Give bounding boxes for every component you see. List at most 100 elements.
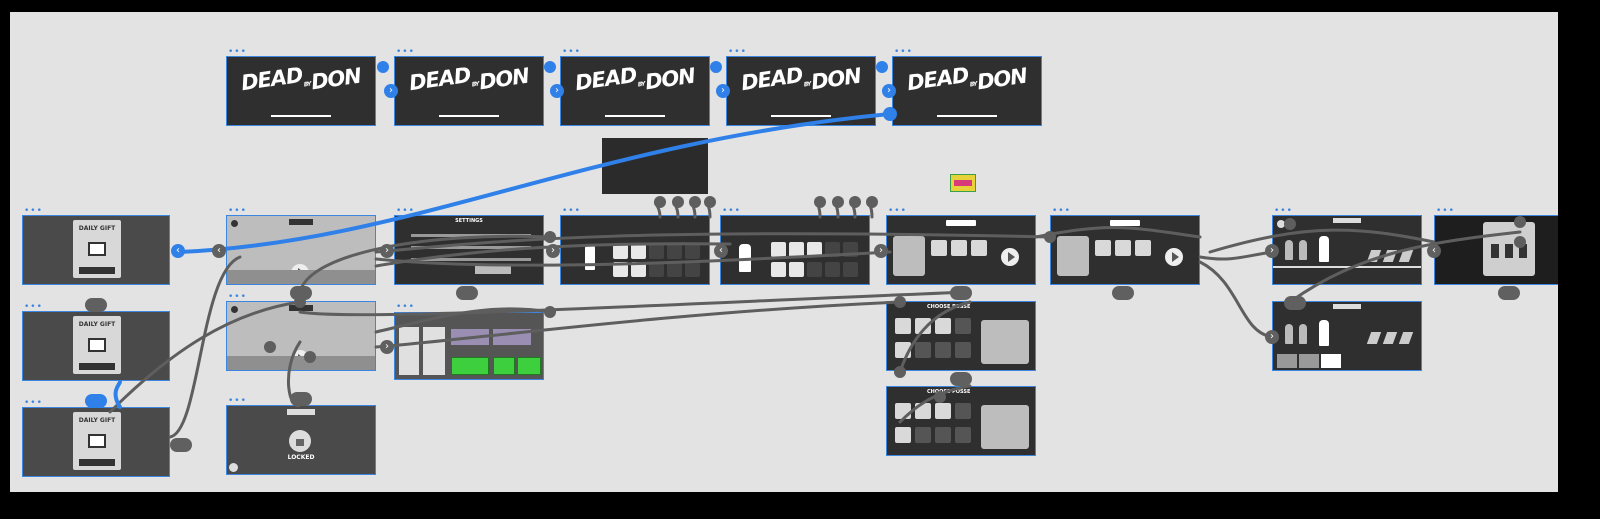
settings-slider[interactable] xyxy=(411,246,531,249)
shop-purchase-button[interactable] xyxy=(493,357,515,375)
chevron-up-icon[interactable] xyxy=(1284,296,1306,310)
claim-button[interactable] xyxy=(79,267,115,274)
character-tile[interactable] xyxy=(613,244,628,259)
frame-menu-dots[interactable]: ••• xyxy=(228,206,247,216)
character-tile[interactable] xyxy=(667,244,682,259)
back-arrow-icon[interactable] xyxy=(229,463,238,472)
posse-prep-screen-1[interactable] xyxy=(886,215,1036,285)
chevron-icon[interactable]: › xyxy=(1265,244,1279,258)
frame-menu-dots[interactable]: ••• xyxy=(722,206,741,216)
gear-icon[interactable] xyxy=(231,220,238,227)
frame-menu-dots[interactable]: ••• xyxy=(1436,206,1455,216)
character-tile[interactable] xyxy=(789,242,804,257)
frame-menu-dots[interactable]: ••• xyxy=(24,302,43,312)
character-tile[interactable] xyxy=(685,262,700,277)
title-screen-3[interactable]: DEADBYDON xyxy=(560,56,710,126)
title-screen-4[interactable]: DEADBYDON xyxy=(726,56,876,126)
character-tile[interactable] xyxy=(825,262,840,277)
posse-avatar[interactable] xyxy=(915,427,931,443)
posse-avatar[interactable] xyxy=(1115,240,1131,256)
chevron-icon[interactable]: ‹ xyxy=(212,244,226,258)
prototype-canvas[interactable]: ••• DEADBYDON ••• DEADBYDON ••• DEADBYDO… xyxy=(10,12,1558,492)
posse-avatar[interactable] xyxy=(935,342,951,358)
settings-button[interactable] xyxy=(475,266,511,274)
character-tile[interactable] xyxy=(649,244,664,259)
chevron-icon[interactable] xyxy=(170,438,192,452)
world-map-screen-2[interactable] xyxy=(226,301,376,371)
title-screen-2[interactable]: DEADBYDON xyxy=(394,56,544,126)
choose-posse-screen-1[interactable]: CHOOSE POSSE xyxy=(886,301,1036,371)
chevron-icon[interactable]: › xyxy=(1265,330,1279,344)
posse-avatar[interactable] xyxy=(955,342,971,358)
character-tile[interactable] xyxy=(789,262,804,277)
frame-menu-dots[interactable]: ••• xyxy=(24,206,43,216)
ability-card[interactable] xyxy=(1299,354,1319,368)
character-tile[interactable] xyxy=(667,262,682,277)
posse-avatar[interactable] xyxy=(955,427,971,443)
chevron-icon[interactable]: ‹ xyxy=(1427,244,1441,258)
chevron-icon[interactable]: › xyxy=(550,84,564,98)
daily-gift-screen-2[interactable]: DAILY GIFT xyxy=(22,311,170,381)
claimed-button[interactable] xyxy=(79,459,115,466)
world-map-screen-1[interactable] xyxy=(226,215,376,285)
character-tile[interactable] xyxy=(825,242,840,257)
chevron-icon[interactable]: › xyxy=(716,84,730,98)
frame-menu-dots[interactable]: ••• xyxy=(728,47,747,57)
chevron-up-icon[interactable] xyxy=(950,372,972,386)
chevron-up-icon[interactable] xyxy=(290,286,312,300)
ability-card[interactable] xyxy=(1321,354,1341,368)
character-tile[interactable] xyxy=(613,262,628,277)
gameplay-popup-screen[interactable] xyxy=(1434,215,1558,285)
character-tile[interactable] xyxy=(771,262,786,277)
title-screen-1[interactable]: DEADBYDON xyxy=(226,56,376,126)
posse-avatar[interactable] xyxy=(971,240,987,256)
posse-avatar[interactable] xyxy=(915,342,931,358)
play-icon[interactable] xyxy=(1001,248,1019,266)
frame-menu-dots[interactable]: ••• xyxy=(1052,206,1071,216)
chevron-icon[interactable]: › xyxy=(380,244,394,258)
chevron-icon[interactable]: ‹ xyxy=(171,244,185,258)
frame-menu-dots[interactable]: ••• xyxy=(894,47,913,57)
frame-menu-dots[interactable]: ••• xyxy=(888,206,907,216)
posse-avatar[interactable] xyxy=(1135,240,1151,256)
character-tile[interactable] xyxy=(631,244,646,259)
posse-avatar[interactable] xyxy=(895,427,911,443)
posse-avatar[interactable] xyxy=(895,318,911,334)
posse-avatar[interactable] xyxy=(935,427,951,443)
settings-slider[interactable] xyxy=(411,234,531,237)
frame-menu-dots[interactable]: ••• xyxy=(228,47,247,57)
chevron-down-icon[interactable] xyxy=(290,392,312,406)
character-tile[interactable] xyxy=(649,262,664,277)
posse-avatar[interactable] xyxy=(935,403,951,419)
character-tile[interactable] xyxy=(771,242,786,257)
play-icon[interactable] xyxy=(1165,248,1183,266)
character-tile[interactable] xyxy=(685,244,700,259)
gameplay-screen-1[interactable] xyxy=(1272,215,1422,285)
locked-level-screen[interactable]: LOCKED xyxy=(226,405,376,475)
chevron-up-icon[interactable] xyxy=(950,286,972,300)
character-tile[interactable] xyxy=(807,242,822,257)
chevron-up-icon[interactable] xyxy=(456,286,478,300)
ability-card[interactable] xyxy=(1277,354,1297,368)
chevron-icon[interactable]: › xyxy=(874,244,888,258)
character-select-screen-2[interactable] xyxy=(720,215,870,285)
chevron-icon[interactable]: › xyxy=(882,84,896,98)
chevron-up-icon[interactable] xyxy=(1498,286,1520,300)
character-tile[interactable] xyxy=(843,262,858,277)
daily-gift-screen-1[interactable]: DAILY GIFT xyxy=(22,215,170,285)
posse-avatar[interactable] xyxy=(931,240,947,256)
posse-avatar[interactable] xyxy=(935,318,951,334)
character-tile[interactable] xyxy=(807,262,822,277)
frame-menu-dots[interactable]: ••• xyxy=(228,292,247,302)
shop-purchase-button[interactable] xyxy=(451,357,489,375)
settings-screen[interactable]: SETTINGS xyxy=(394,215,544,285)
settings-slider[interactable] xyxy=(411,258,531,261)
frame-menu-dots[interactable]: ••• xyxy=(562,206,581,216)
character-select-screen-1[interactable] xyxy=(560,215,710,285)
posse-avatar[interactable] xyxy=(955,403,971,419)
gear-icon[interactable] xyxy=(231,306,238,313)
posse-avatar[interactable] xyxy=(915,318,931,334)
frame-menu-dots[interactable]: ••• xyxy=(396,47,415,57)
posse-avatar[interactable] xyxy=(955,318,971,334)
chevron-down-icon[interactable] xyxy=(85,298,107,312)
